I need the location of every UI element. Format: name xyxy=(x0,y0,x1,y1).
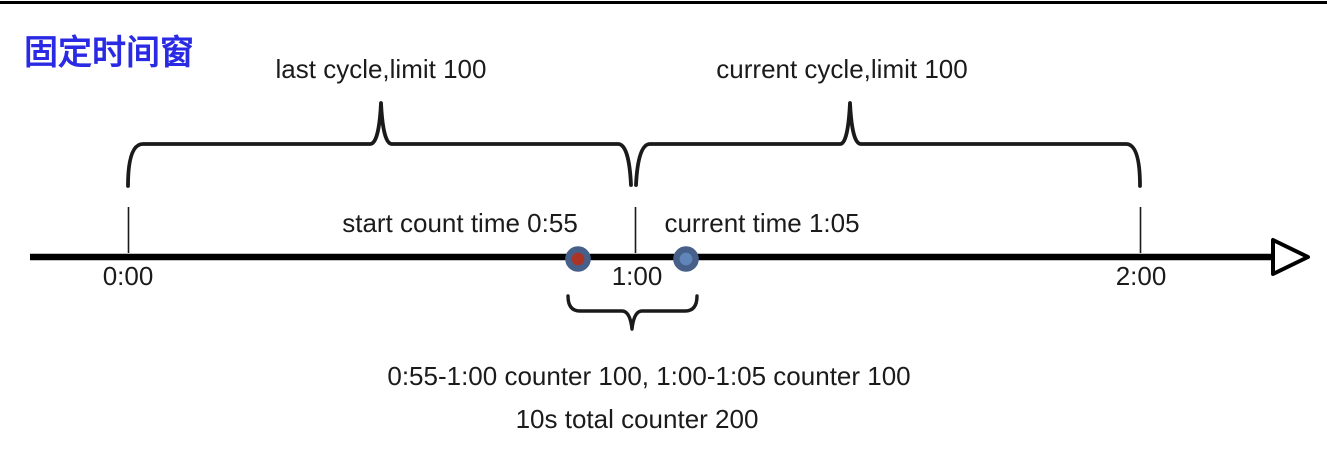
counter-summary-line1: 0:55-1:00 counter 100, 1:00-1:05 counter… xyxy=(387,361,911,391)
current-cycle-brace xyxy=(634,101,1142,188)
tick-label-0-00: 0:00 xyxy=(102,261,154,291)
last-cycle-label: last cycle,limit 100 xyxy=(275,54,487,84)
top-divider-line xyxy=(0,1,1327,4)
counting-window-brace xyxy=(566,294,699,331)
current-cycle-label: current cycle,limit 100 xyxy=(716,54,968,84)
arrow-head-icon xyxy=(1271,238,1310,276)
start-count-time-label: start count time 0:55 xyxy=(342,208,578,238)
current-time-label: current time 1:05 xyxy=(664,208,860,238)
page-title: 固定时间窗 xyxy=(24,34,194,72)
start-count-dot xyxy=(565,246,591,272)
tick-label-1-00: 1:00 xyxy=(611,261,663,291)
last-cycle-brace xyxy=(126,101,633,188)
tick-label-2-00: 2:00 xyxy=(1115,261,1167,291)
current-time-dot xyxy=(673,246,699,272)
counter-summary-line2: 10s total counter 200 xyxy=(515,404,759,434)
